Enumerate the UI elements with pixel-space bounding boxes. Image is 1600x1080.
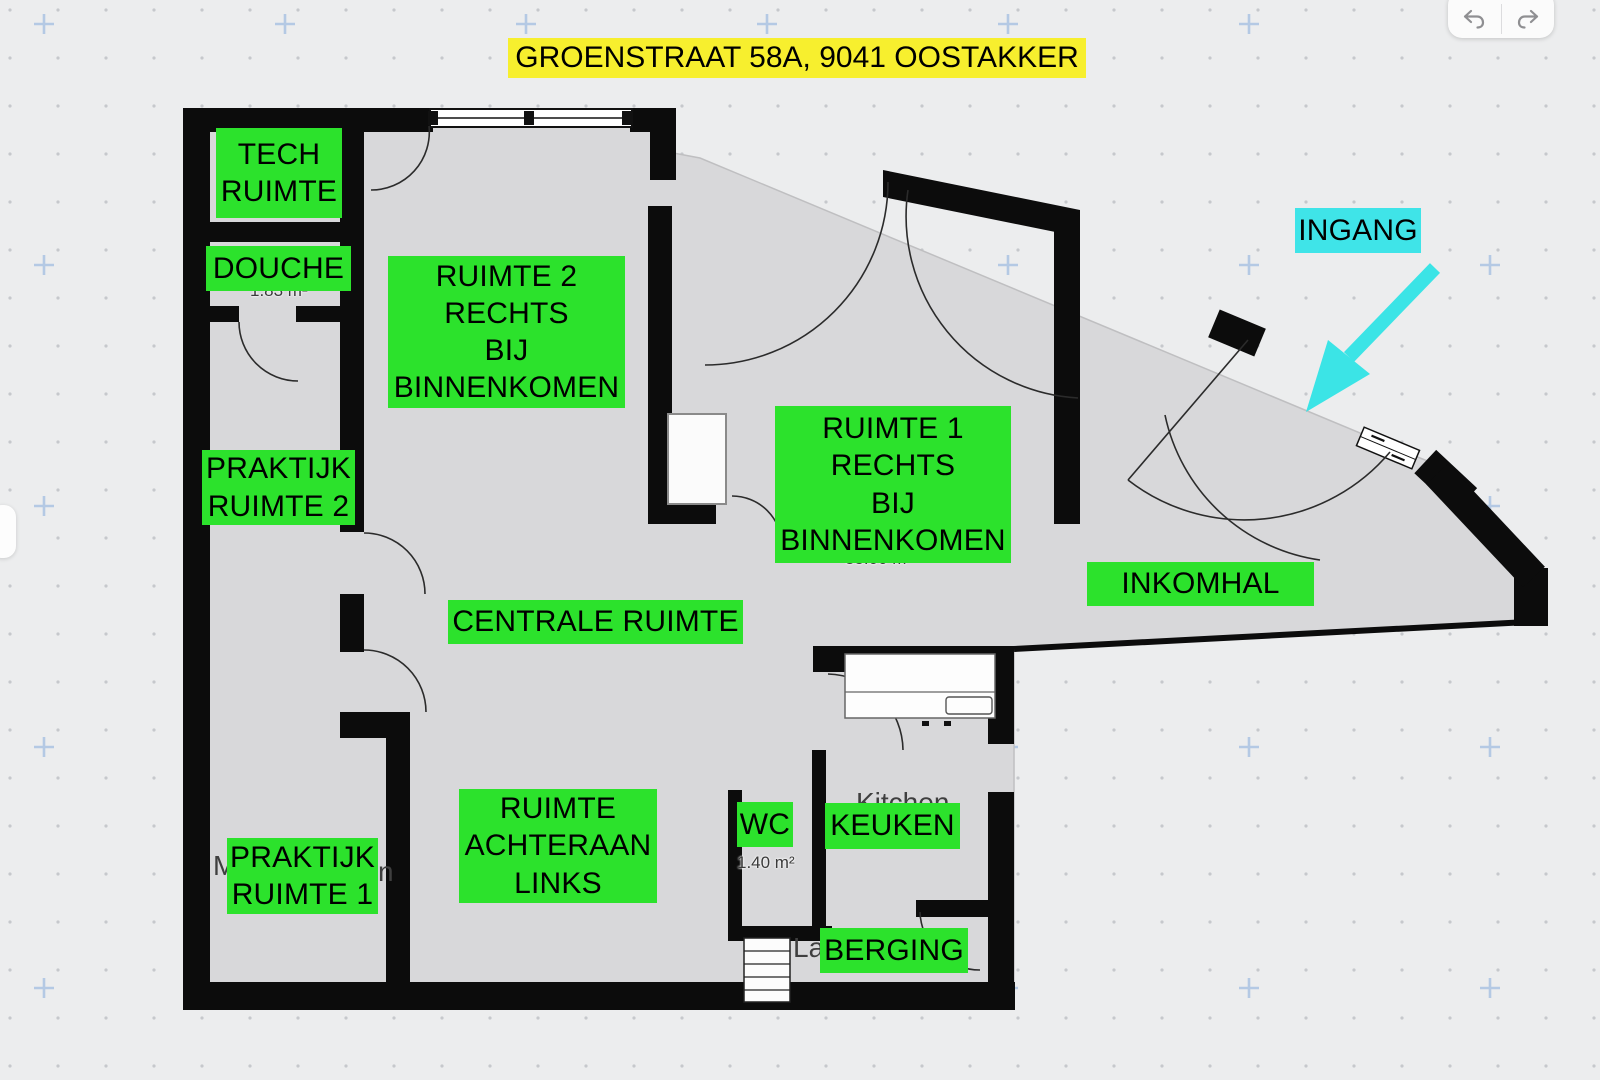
diagonal-wall bbox=[1426, 463, 1545, 588]
wall-niche bbox=[667, 413, 727, 505]
room-label-inkomhal[interactable]: INKOMHAL bbox=[1087, 562, 1314, 606]
sidebar-handle[interactable] bbox=[0, 505, 16, 558]
room-label-praktijk-ruimte-1[interactable]: PRAKTIJK RUIMTE 1 bbox=[227, 838, 378, 914]
address-title[interactable]: GROENSTRAAT 58A, 9041 OOSTAKKER bbox=[508, 38, 1086, 78]
room-label-ruimte-2[interactable]: RUIMTE 2 RECHTS BIJ BINNENKOMEN bbox=[388, 256, 625, 408]
undo-redo-toolbar bbox=[1448, 0, 1554, 38]
room-label-berging[interactable]: BERGING bbox=[820, 928, 968, 973]
room-label-tech-ruimte[interactable]: TECH RUIMTE bbox=[216, 128, 342, 218]
kitchen-counter bbox=[844, 653, 996, 726]
undo-button[interactable] bbox=[1448, 0, 1501, 38]
room-label-wc[interactable]: WC bbox=[737, 802, 793, 847]
toolbar-divider bbox=[1500, 4, 1502, 34]
redo-button[interactable] bbox=[1502, 0, 1555, 38]
underlay-text-fragment-n: n bbox=[378, 856, 394, 887]
ingang-arrow[interactable] bbox=[1306, 263, 1441, 412]
walls bbox=[183, 108, 1548, 1010]
door-swing-arcs bbox=[238, 125, 1391, 971]
window-top bbox=[428, 108, 633, 128]
underlay-text-laundry: La bbox=[793, 932, 825, 963]
entry-wing-bottom-edge bbox=[1013, 618, 1547, 652]
room-label-douche[interactable]: DOUCHE bbox=[206, 246, 351, 291]
staircase bbox=[743, 937, 791, 1003]
room-label-ruimte-achteraan-links[interactable]: RUIMTE ACHTERAAN LINKS bbox=[459, 789, 657, 903]
undo-icon bbox=[1464, 9, 1485, 29]
room-label-praktijk-ruimte-2[interactable]: PRAKTIJK RUIMTE 2 bbox=[202, 450, 355, 525]
room-label-centrale-ruimte[interactable]: CENTRALE RUIMTE bbox=[448, 600, 743, 644]
room-label-keuken[interactable]: KEUKEN bbox=[825, 803, 960, 849]
label-ingang[interactable]: INGANG bbox=[1295, 208, 1421, 253]
room-label-ruimte-1[interactable]: RUIMTE 1 RECHTS BIJ BINNENKOMEN bbox=[775, 406, 1011, 563]
area-text-wc: 1.40 m² bbox=[737, 853, 795, 872]
redo-icon bbox=[1517, 9, 1538, 29]
entry-door bbox=[1355, 426, 1421, 470]
